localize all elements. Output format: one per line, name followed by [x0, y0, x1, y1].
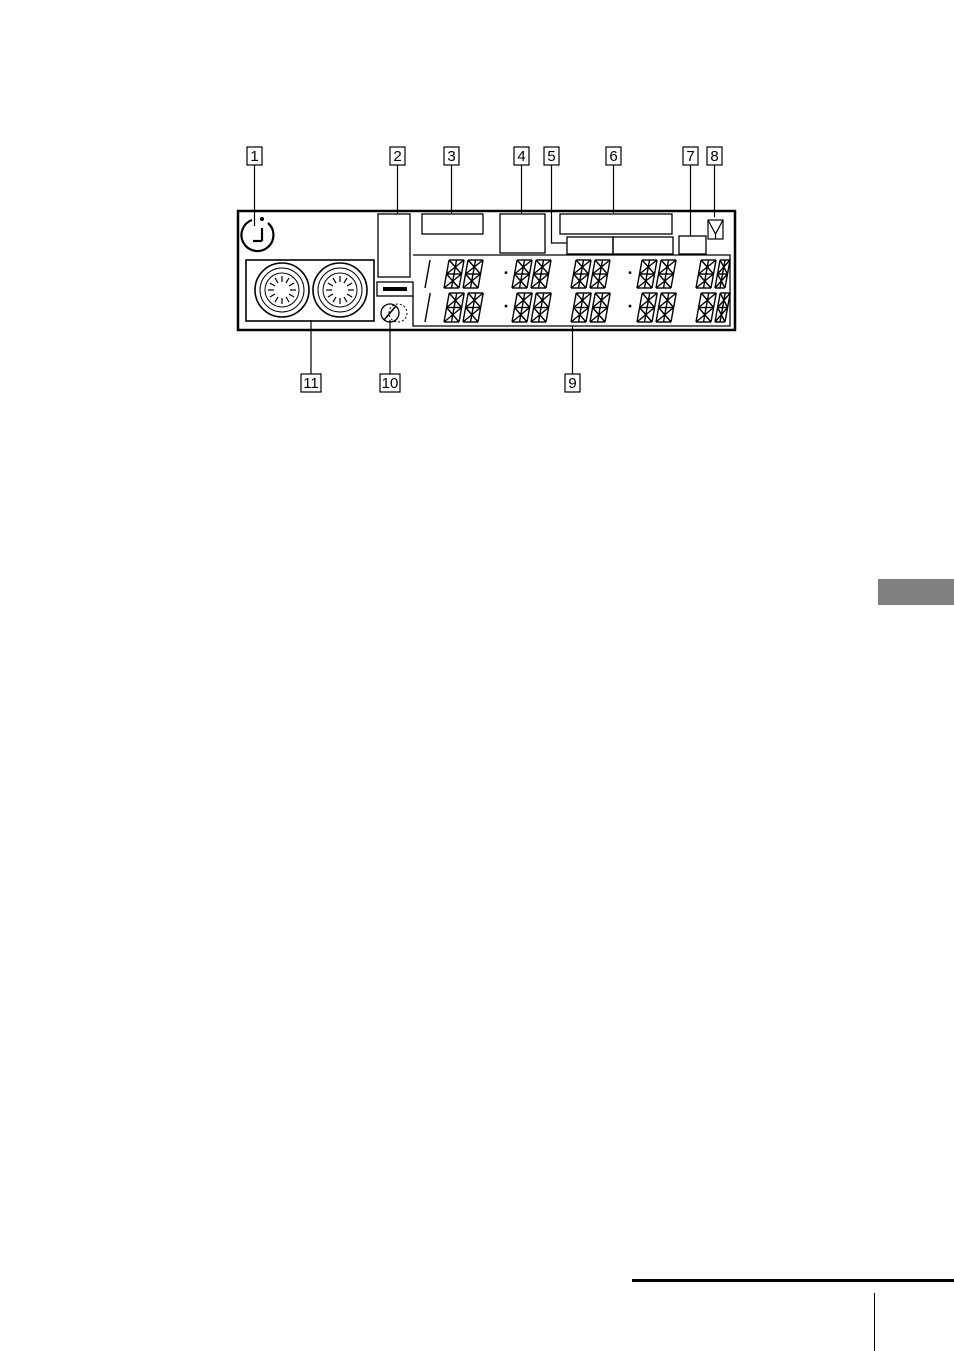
callout-box-5: 5 — [544, 147, 559, 165]
reel-spoke — [286, 297, 289, 302]
reel-spoke — [270, 283, 275, 286]
callout-box-11: 11 — [301, 374, 321, 392]
digit-segment — [640, 308, 652, 323]
digit-segment — [718, 274, 725, 288]
callout-box-1: 1 — [247, 147, 262, 165]
reel-spoke — [328, 294, 333, 297]
indicator-segment-5 — [567, 237, 613, 254]
digit-segment — [447, 308, 459, 323]
digit-segment — [718, 308, 725, 323]
digit-segment — [699, 308, 711, 323]
indicator-segment-3 — [422, 214, 483, 234]
callout-label-1: 1 — [250, 148, 258, 165]
leader-line-5 — [552, 165, 568, 243]
dash-bar — [383, 287, 407, 291]
digit-segment — [447, 274, 459, 288]
timer-icon — [241, 217, 273, 251]
digit-dot — [629, 271, 632, 274]
callout-label-7: 7 — [686, 148, 694, 165]
reel-spoke — [333, 278, 336, 283]
footer-rule — [632, 1279, 954, 1282]
digit-segment — [593, 274, 605, 288]
indicator-segment-6-upper — [560, 214, 672, 234]
callout-label-8: 8 — [710, 148, 718, 165]
left-reel-icon — [255, 263, 309, 317]
digit-segment — [425, 260, 430, 288]
display-frame — [238, 211, 735, 330]
callout-box-3: 3 — [444, 147, 459, 165]
section-tab — [878, 579, 954, 605]
reel-spoke — [270, 294, 275, 297]
callout-box-10: 10 — [380, 374, 400, 392]
digit-segment — [534, 274, 546, 288]
indicator-segment-4 — [500, 214, 545, 253]
indicator-segment-6-lower — [613, 237, 673, 254]
digit-segment — [659, 274, 671, 288]
callout-box-8: 8 — [707, 147, 722, 165]
callout-box-9: 9 — [565, 374, 580, 392]
callout-box-6: 6 — [606, 147, 621, 165]
reel-spoke — [344, 297, 347, 302]
reel-spoke — [344, 278, 347, 283]
digit-dot — [505, 271, 508, 274]
reel-spoke — [333, 297, 336, 302]
reel-spoke — [347, 294, 352, 297]
digit-segment — [593, 308, 605, 323]
callout-label-5: 5 — [547, 148, 555, 165]
m-indicator-icon — [708, 220, 723, 239]
tape-reels-icon — [246, 260, 374, 321]
reel-spoke — [275, 297, 278, 302]
callout-label-3: 3 — [447, 148, 455, 165]
disc-outline-icon — [389, 304, 407, 322]
callout-label-9: 9 — [568, 375, 576, 392]
digit-segment — [466, 274, 478, 288]
callout-label-2: 2 — [393, 148, 401, 165]
callout-label-4: 4 — [517, 148, 525, 165]
digit-segment — [515, 274, 527, 288]
callout-label-10: 10 — [382, 375, 399, 392]
callout-box-2: 2 — [390, 147, 405, 165]
digit-segment — [659, 308, 671, 323]
reel-spoke — [289, 294, 294, 297]
reel-spoke — [289, 283, 294, 286]
digit-segment — [515, 308, 527, 323]
callout-box-4: 4 — [514, 147, 529, 165]
callout-label-6: 6 — [609, 148, 617, 165]
digit-segment — [574, 274, 586, 288]
digit-segment — [574, 308, 586, 323]
reel-spoke — [275, 278, 278, 283]
digit-segment — [534, 308, 546, 323]
digit-segment — [699, 274, 711, 288]
reel-spoke — [286, 278, 289, 283]
playback-indicator — [377, 282, 413, 322]
footer-divider — [874, 1293, 875, 1351]
digit-segment — [640, 274, 652, 288]
digit-dot — [629, 305, 632, 308]
reel-spoke — [347, 283, 352, 286]
reel-spoke — [328, 283, 333, 286]
digit-segment — [425, 293, 430, 322]
callout-box-7: 7 — [683, 147, 698, 165]
digit-segment — [466, 308, 478, 323]
segment-digits — [425, 260, 730, 322]
digit-dot — [505, 305, 508, 308]
indicator-segment-2 — [378, 214, 410, 277]
right-reel-icon — [313, 263, 367, 317]
indicator-segment-7 — [679, 236, 706, 254]
callout-label-11: 11 — [303, 375, 319, 392]
